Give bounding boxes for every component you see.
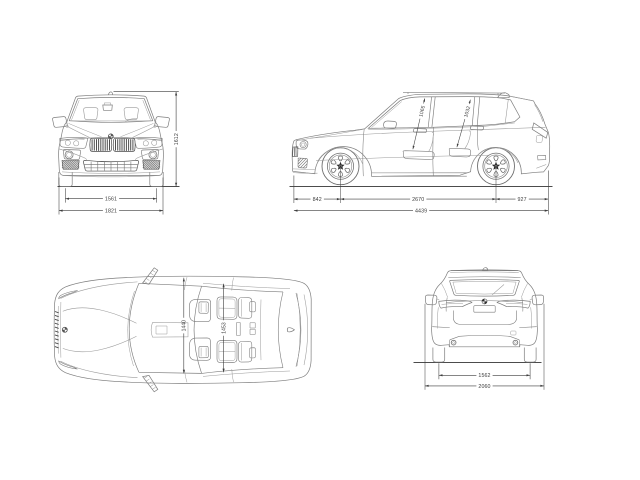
svg-text:1561: 1561 (105, 197, 117, 203)
svg-text:1821: 1821 (105, 209, 117, 215)
svg-text:1562: 1562 (478, 373, 490, 379)
svg-text:842: 842 (313, 197, 322, 203)
svg-text:1440: 1440 (182, 320, 188, 332)
svg-text:1065: 1065 (418, 105, 426, 118)
svg-text:1453: 1453 (221, 322, 227, 334)
svg-text:1612: 1612 (174, 133, 180, 145)
svg-text:4439: 4439 (415, 209, 427, 215)
svg-text:2060: 2060 (478, 384, 490, 390)
svg-text:927: 927 (518, 197, 527, 203)
svg-text:1032: 1032 (463, 105, 472, 118)
svg-text:2670: 2670 (412, 197, 424, 203)
